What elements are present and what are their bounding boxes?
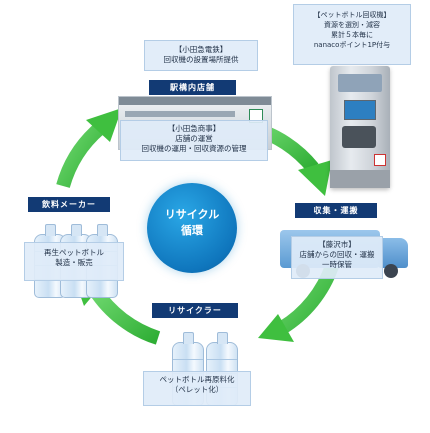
beverage-maker-note-line2: 製造・販売 bbox=[55, 258, 93, 267]
fujisawa-city-note-line3: 一時保管 bbox=[322, 260, 352, 269]
beverage-maker-note: 再生ペットボトル 製造・販売 bbox=[24, 242, 124, 281]
beverage-maker-note-line1: 再生ペットボトル bbox=[44, 248, 104, 257]
recycler-note-line1: ペットボトル再原料化 bbox=[159, 375, 235, 384]
center-label-line1: リサイクル bbox=[164, 208, 220, 221]
machine-base bbox=[330, 170, 390, 188]
odakyu-railway-note-line1: 【小田急電鉄】 bbox=[174, 45, 228, 54]
center-label-line2: 循環 bbox=[181, 224, 203, 237]
odakyu-shoji-note-line1: 【小田急商事】 bbox=[167, 124, 221, 133]
store-tag: 駅構内店舗 bbox=[149, 80, 236, 95]
fujisawa-city-note-line2: 店舗からの回収・運搬 bbox=[299, 250, 375, 259]
odakyu-shoji-note: 【小田急商事】 店舗の運営 回収機の運用・回収資源の管理 bbox=[120, 120, 268, 161]
odakyu-shoji-note-line2: 店舗の運営 bbox=[175, 134, 213, 143]
machine-info-box: 【ペットボトル回収機】 資源を選別・減容 累計５本毎に nanacoポイント1P… bbox=[293, 4, 411, 65]
recycling-machine-image bbox=[330, 66, 390, 188]
store-sign bbox=[119, 97, 271, 105]
arrow-head-store bbox=[86, 108, 122, 142]
machine-top-panel bbox=[338, 74, 382, 92]
fujisawa-city-note: 【藤沢市】 店舗からの回収・運搬 一時保管 bbox=[291, 236, 383, 279]
odakyu-railway-note-line2: 回収機の設置場所提供 bbox=[163, 55, 239, 64]
odakyu-railway-note: 【小田急電鉄】 回収機の設置場所提供 bbox=[144, 40, 258, 71]
recycle-cycle-circle bbox=[147, 183, 237, 273]
machine-logo-icon bbox=[374, 154, 386, 166]
recycler-note-line2: （ペレット化） bbox=[170, 385, 224, 394]
machine-screen bbox=[344, 100, 376, 120]
arrow-head-recycler bbox=[258, 314, 294, 342]
machine-info-line2: 資源を選別・減容 bbox=[324, 21, 380, 29]
collection-tag: 収集・運搬 bbox=[295, 203, 377, 218]
store-counter bbox=[125, 111, 235, 117]
arrow-head-collection bbox=[298, 160, 332, 196]
fujisawa-city-note-line1: 【藤沢市】 bbox=[318, 240, 356, 249]
odakyu-shoji-note-line3: 回収機の運用・回収資源の管理 bbox=[141, 144, 247, 153]
machine-slot bbox=[342, 126, 376, 148]
machine-info-line3: 累計５本毎に bbox=[331, 31, 373, 39]
center-label: リサイクル 循環 bbox=[147, 207, 237, 239]
machine-info-line1: 【ペットボトル回収機】 bbox=[313, 11, 391, 19]
truck-cab bbox=[378, 238, 408, 268]
recycler-tag: リサイクラー bbox=[152, 303, 238, 318]
recycler-note: ペットボトル再原料化 （ペレット化） bbox=[143, 371, 251, 406]
machine-info-line4: nanacoポイント1P付与 bbox=[313, 41, 391, 49]
truck-wheel-front bbox=[384, 264, 398, 278]
beverage-maker-tag: 飲料メーカー bbox=[28, 197, 110, 212]
arrow-maker-to-store bbox=[56, 122, 105, 189]
